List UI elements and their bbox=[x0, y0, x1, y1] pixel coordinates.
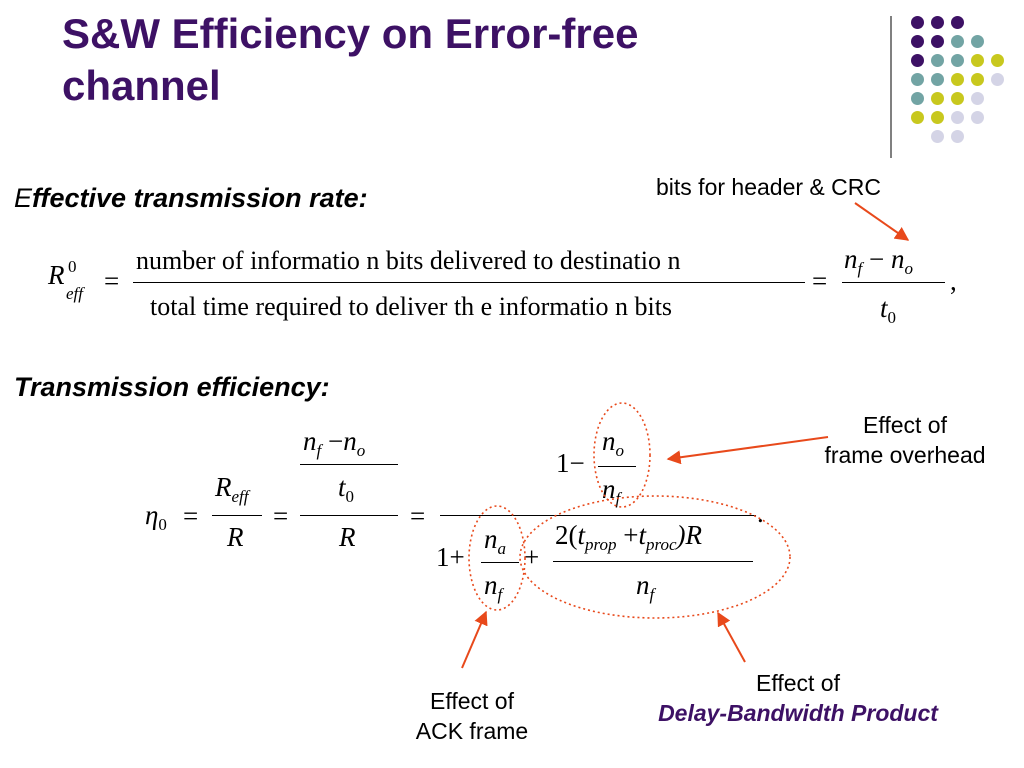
eq2-frac1-denominator: R bbox=[227, 522, 244, 552]
arrow-ack-frame bbox=[461, 610, 488, 669]
eq2-delay-denominator: nf bbox=[636, 570, 655, 604]
eq2-no-numerator: no bbox=[602, 426, 624, 460]
decor-dot bbox=[951, 54, 964, 67]
eq2-main-fraction-bar bbox=[440, 515, 756, 516]
slide-title-line2: channel bbox=[62, 62, 221, 109]
decor-dot bbox=[971, 54, 984, 67]
annotation-header-crc: bits for header & CRC bbox=[656, 174, 881, 200]
decor-dot bbox=[931, 73, 944, 86]
slide-title: S&W Efficiency on Error-free channel bbox=[62, 8, 862, 112]
eq2-delay-numerator: 2(tprop +tproc)R bbox=[555, 520, 703, 554]
slide-title-line1: S&W Efficiency on Error-free bbox=[62, 10, 639, 57]
arrow-delay-bandwidth bbox=[717, 611, 746, 663]
decor-dot bbox=[951, 111, 964, 124]
decor-dot bbox=[971, 92, 984, 105]
eq2-frac2-inner-bar bbox=[300, 464, 398, 465]
eq1-rhs-fraction-bar bbox=[842, 282, 945, 283]
eq1-rhs-numerator: nf − no bbox=[844, 244, 913, 278]
decor-dot bbox=[911, 54, 924, 67]
eq1-comma: , bbox=[950, 266, 957, 296]
eq1-equals: = bbox=[104, 266, 120, 296]
eq2-one-plus: 1+ bbox=[436, 542, 465, 572]
delay-bandwidth-highlight-ellipse bbox=[519, 495, 791, 619]
decor-dot bbox=[971, 35, 984, 48]
overhead-highlight-ellipse bbox=[593, 402, 651, 508]
decor-dot bbox=[951, 35, 964, 48]
decor-dot bbox=[911, 92, 924, 105]
decor-dot bbox=[951, 73, 964, 86]
decor-dot bbox=[931, 111, 944, 124]
decor-dot bbox=[911, 16, 924, 29]
eq2-na-denominator: nf bbox=[484, 570, 503, 604]
eq2-no-bar bbox=[598, 466, 636, 467]
eq2-na-bar bbox=[481, 562, 519, 563]
decor-dot bbox=[931, 54, 944, 67]
eq2-equals-2: = bbox=[273, 501, 289, 531]
eq2-equals-1: = bbox=[183, 501, 199, 531]
eq2-equals-3: = bbox=[410, 501, 426, 531]
eq2-frac1-numerator: Reff bbox=[215, 472, 249, 506]
decor-dot bbox=[931, 92, 944, 105]
transmission-efficiency-heading: Transmission efficiency: bbox=[14, 372, 330, 402]
decor-dot bbox=[931, 130, 944, 143]
eq1-equals-2: = bbox=[812, 266, 828, 296]
decor-dot bbox=[931, 35, 944, 48]
arrow-frame-overhead bbox=[666, 436, 829, 465]
eq2-frac2-bar bbox=[300, 515, 398, 516]
eq1-fraction-bar bbox=[133, 282, 805, 283]
eq2-frac1-bar bbox=[212, 515, 262, 516]
decor-dot bbox=[951, 92, 964, 105]
eq2-one-minus: 1− bbox=[556, 448, 585, 478]
decor-dot bbox=[991, 54, 1004, 67]
ack-highlight-ellipse bbox=[468, 505, 526, 611]
decor-dot bbox=[971, 73, 984, 86]
decor-dot bbox=[971, 111, 984, 124]
eq2-frac2-denominator: R bbox=[339, 522, 356, 552]
eq2-period: . bbox=[757, 498, 764, 528]
eq2-delay-bar bbox=[553, 561, 753, 562]
decor-dot bbox=[931, 16, 944, 29]
eq2-frac2-inner-denominator: t0 bbox=[338, 472, 355, 506]
eq2-eta: η0 bbox=[145, 500, 167, 534]
effective-rate-heading: Effective transmission rate: bbox=[14, 183, 368, 213]
decor-dot bbox=[951, 130, 964, 143]
eq1-denominator: total time required to deliver th e info… bbox=[150, 292, 673, 321]
eq1-lhs: R bbox=[48, 260, 65, 290]
decor-dot bbox=[951, 16, 964, 29]
eq1-rhs-denominator: t0 bbox=[880, 293, 897, 327]
eq1-numerator: number of informatio n bits delivered to… bbox=[136, 246, 681, 275]
eq1-lhs-sub: eff bbox=[66, 284, 83, 303]
decor-dot bbox=[911, 73, 924, 86]
arrow-header-crc bbox=[854, 202, 910, 241]
decor-dot bbox=[911, 35, 924, 48]
eq1-lhs-sup: 0 bbox=[68, 257, 77, 276]
eq2-frac2-inner-numerator: nf −no bbox=[303, 426, 366, 460]
decor-dot bbox=[911, 111, 924, 124]
decor-divider-line bbox=[890, 16, 892, 158]
eq2-na-numerator: na bbox=[484, 524, 506, 558]
eq2-plus: + bbox=[524, 542, 540, 572]
decor-dot bbox=[991, 73, 1004, 86]
